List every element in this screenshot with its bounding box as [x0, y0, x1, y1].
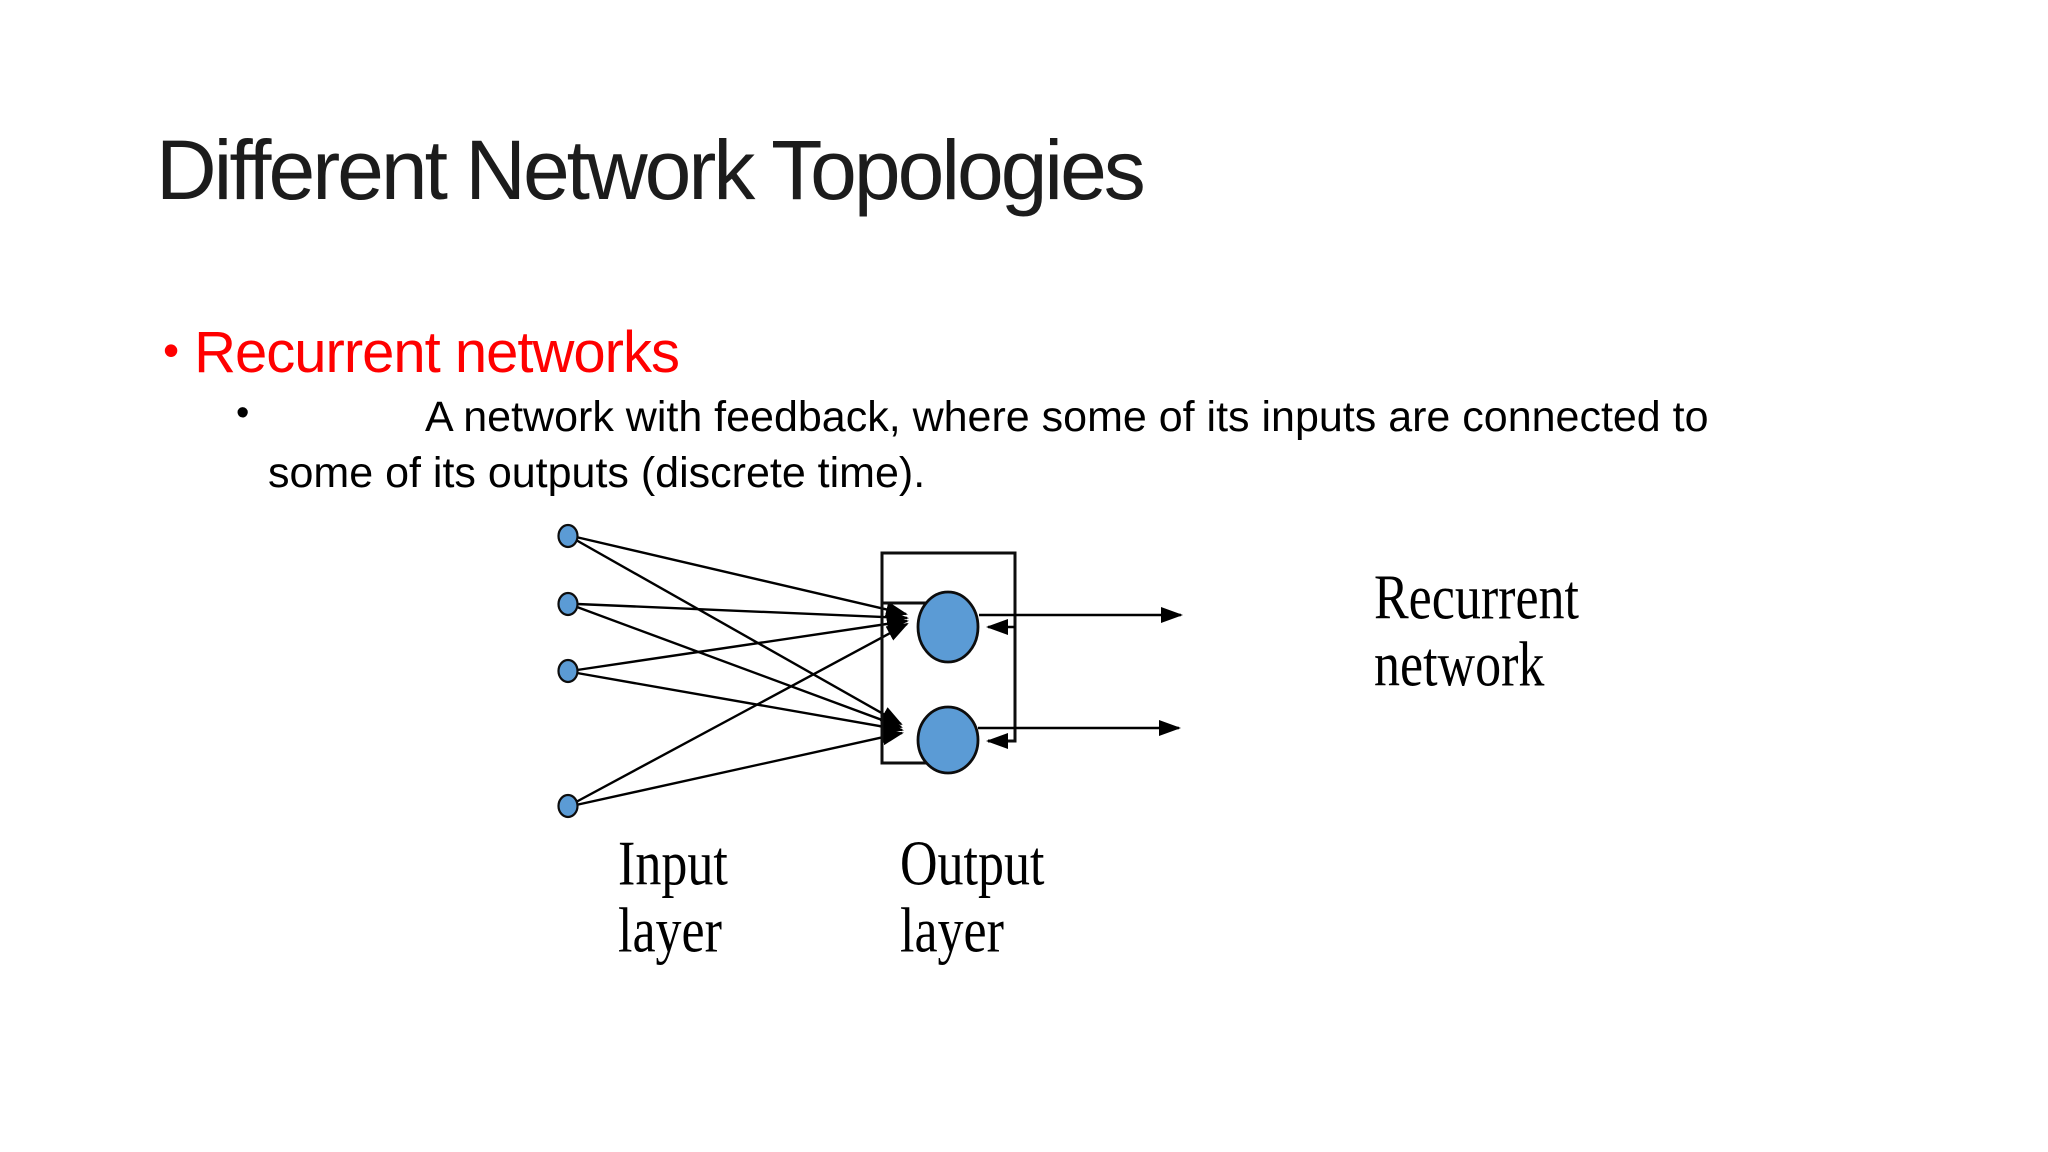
input-node: [557, 793, 579, 819]
slide-title: Different Network Topologies: [156, 123, 1146, 217]
bullet-marker: •: [163, 324, 179, 376]
output-layer-label: Output layer: [900, 829, 1045, 966]
input-layer-nodes: [557, 523, 579, 819]
output-node: [916, 705, 980, 775]
recurrent-network-label: Recurrent network: [1374, 563, 1580, 700]
output-node: [916, 590, 980, 664]
output-arrows: [978, 607, 1183, 736]
input-node: [557, 523, 579, 549]
input-to-output-connections: [575, 535, 909, 807]
sub-bullet-line2: some of its outputs (discrete time).: [268, 448, 926, 497]
sub-bullet-line1: A network with feedback, where some of i…: [425, 393, 1709, 441]
sub-bullet-text: A network with feedback, where some of i…: [268, 390, 1908, 502]
input-node: [557, 658, 579, 684]
input-node: [557, 591, 579, 617]
bullet-label: Recurrent networks: [194, 320, 680, 385]
bullet-recurrent-networks: • Recurrent networks: [163, 319, 680, 386]
sub-bullet-marker: •: [236, 392, 250, 434]
input-layer-label: Input layer: [618, 829, 728, 966]
output-layer-nodes: [916, 590, 980, 775]
recurrent-box-outline: [880, 551, 1017, 765]
